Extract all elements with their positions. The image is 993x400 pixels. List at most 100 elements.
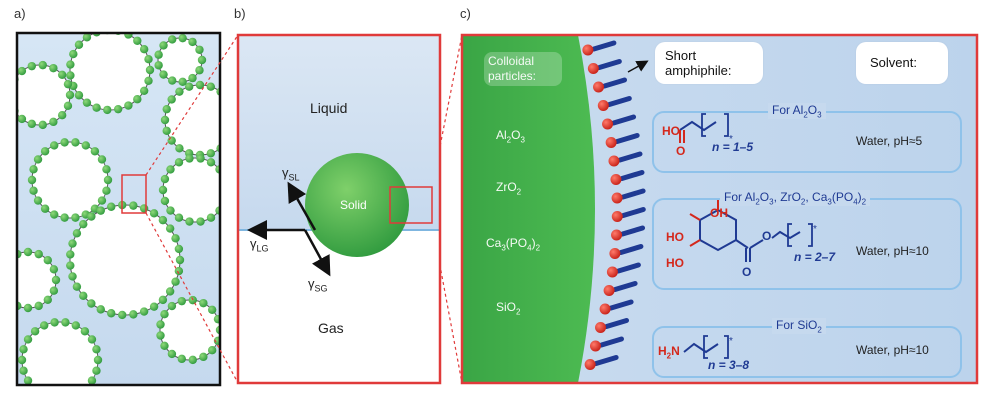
colloidal-particle — [167, 95, 176, 104]
colloidal-particle — [206, 213, 216, 222]
amphiphile-head — [595, 322, 607, 333]
solid-particle — [305, 153, 409, 257]
svg-text:*: * — [813, 224, 817, 235]
solvent-box: Solvent: — [856, 42, 948, 84]
box-al2o3-heading: For Al2O3 — [768, 103, 826, 120]
colloidal-particle — [158, 215, 168, 225]
colloidal-particle — [162, 126, 171, 136]
colloidal-particle — [145, 65, 155, 75]
colloidal-particle — [96, 206, 105, 215]
box2-n-range: n = 2–7 — [794, 250, 836, 264]
colloidal-particle — [149, 302, 159, 311]
box2-oh-top: OH — [710, 206, 728, 220]
colloidal-particle — [188, 355, 197, 365]
panel-a-frame — [15, 31, 222, 387]
amphiphile-tail — [620, 188, 646, 200]
panel-c-label: c) — [460, 6, 471, 21]
colloidal-particle — [166, 165, 175, 174]
colloidal-particle — [81, 141, 90, 150]
colloidal-particle — [68, 239, 77, 248]
colloidal-particle — [23, 376, 33, 385]
colloidal-particle — [93, 355, 103, 365]
solvent-label: Solvent: — [870, 55, 917, 70]
colloidal-particle — [17, 114, 27, 124]
colloidal-particle — [167, 349, 177, 359]
particle-zro2: ZrO2 — [496, 180, 522, 197]
colloidal-particle — [159, 70, 168, 79]
colloidal-particle — [160, 196, 170, 206]
colloidal-particle — [29, 165, 38, 174]
colloidal-particle — [17, 355, 27, 365]
colloidal-particle — [158, 185, 168, 195]
colloidal-particle — [154, 50, 163, 59]
amphiphile-head — [611, 229, 623, 241]
colloidal-particle — [171, 277, 180, 286]
colloidal-particle — [40, 321, 49, 330]
colloidal-particle — [69, 49, 78, 59]
amphiphile-head — [593, 81, 605, 93]
zoom-box-a — [121, 174, 147, 214]
colloidal-particle — [102, 165, 111, 174]
gas-label: Gas — [318, 320, 344, 336]
box-sio2-heading: For SiO2 — [772, 318, 826, 335]
short-amphiphile-box: Short amphiphile: — [655, 42, 763, 84]
amphiphile-tail — [612, 281, 638, 292]
box3-condition: Water, pH≈10 — [856, 343, 929, 357]
amphiphile-head — [609, 248, 621, 259]
gamma-lg-label: γLG — [250, 236, 269, 254]
amphiphile-head — [611, 211, 623, 222]
colloidal-particle — [144, 55, 153, 64]
colloidal-particle — [71, 138, 80, 147]
box2-condition: Water, pH≈10 — [856, 244, 929, 258]
colloidal-particle — [19, 345, 28, 354]
gallate-molecule: * — [689, 198, 817, 262]
amphiphile-head — [584, 359, 596, 370]
colloidal-particle — [49, 286, 59, 295]
colloidal-particle — [23, 335, 33, 344]
colloidal-particle — [178, 33, 187, 43]
colloidal-particle — [177, 354, 186, 364]
amine-molecule: * — [683, 335, 733, 359]
colloidal-particle — [118, 310, 127, 320]
colloidal-particle — [175, 87, 184, 96]
colloidal-particle — [167, 76, 177, 85]
colloidal-particle — [103, 175, 113, 185]
colloidal-particle — [74, 91, 84, 100]
colloidal-particle — [87, 212, 96, 221]
colloidal-particle — [174, 158, 184, 167]
colloidal-particle — [107, 309, 116, 318]
colloidal-particle — [97, 196, 107, 205]
colloidal-particle — [195, 66, 204, 75]
particle-al2o3: Al2O3 — [496, 128, 525, 145]
colloidal-particle — [199, 298, 208, 308]
colloidal-particle — [167, 301, 177, 311]
colloidal-particle — [207, 346, 217, 355]
colloidal-particle — [174, 266, 184, 276]
colloidal-particle — [160, 115, 170, 125]
colloidal-particle — [90, 147, 100, 156]
short-amphiphile-label: Short amphiphile: — [665, 48, 732, 78]
colloidal-particle — [195, 45, 204, 54]
colloidal-particle — [82, 33, 92, 42]
colloidal-particle — [74, 40, 84, 49]
box1-n-range: n = 1–5 — [712, 140, 754, 154]
colloidal-particle — [51, 275, 61, 285]
colloidal-particle — [66, 250, 75, 259]
colloidal-particle — [61, 318, 70, 327]
colloidal-particle — [66, 261, 75, 270]
colloidal-particle — [50, 210, 59, 219]
colloidal-particle — [156, 320, 165, 329]
amphiphile-head — [611, 192, 623, 204]
colloidal-particle — [38, 120, 47, 130]
colloidal-particle — [195, 80, 205, 90]
colloidal-particle — [175, 255, 185, 265]
colloidal-particle — [129, 201, 138, 210]
colloidal-particle — [206, 82, 216, 91]
colloidal-particle — [188, 73, 197, 83]
amphiphile-tail — [591, 40, 617, 52]
colloidal-particle — [133, 36, 142, 45]
colloidal-particle — [43, 256, 52, 265]
amphiphile-tail — [604, 318, 630, 329]
colloidal-particle — [71, 321, 80, 330]
